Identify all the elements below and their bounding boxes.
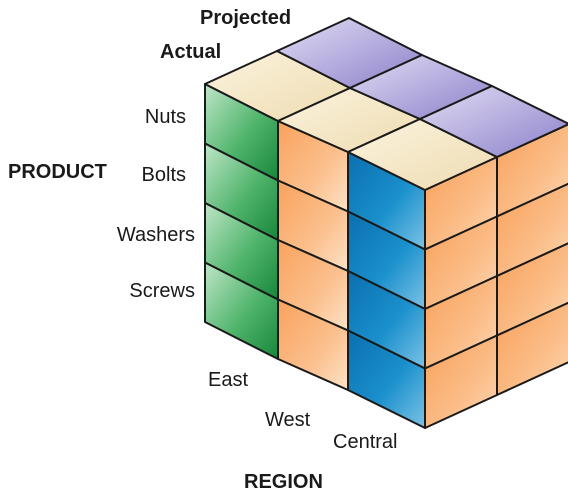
measure-label-projected: Projected [200,7,292,29]
product-label-nuts: Nuts [144,106,186,128]
measure-label-actual: Actual [160,41,222,63]
product-label-bolts: Bolts [141,164,186,186]
cube-side-projected-screws [496,301,568,396]
product-label-screws: Screws [129,280,195,302]
region-label-west: West [265,409,311,431]
region-label-central: Central [333,431,398,453]
cube-top-central-projected [419,85,568,158]
dimension-label-region: REGION [244,471,323,493]
cube-side-projected-washers [496,242,568,337]
dimension-label-product: PRODUCT [8,161,107,183]
cube-side-projected-bolts [496,182,568,277]
product-label-washers: Washers [116,224,195,246]
region-label-east: East [208,369,249,391]
